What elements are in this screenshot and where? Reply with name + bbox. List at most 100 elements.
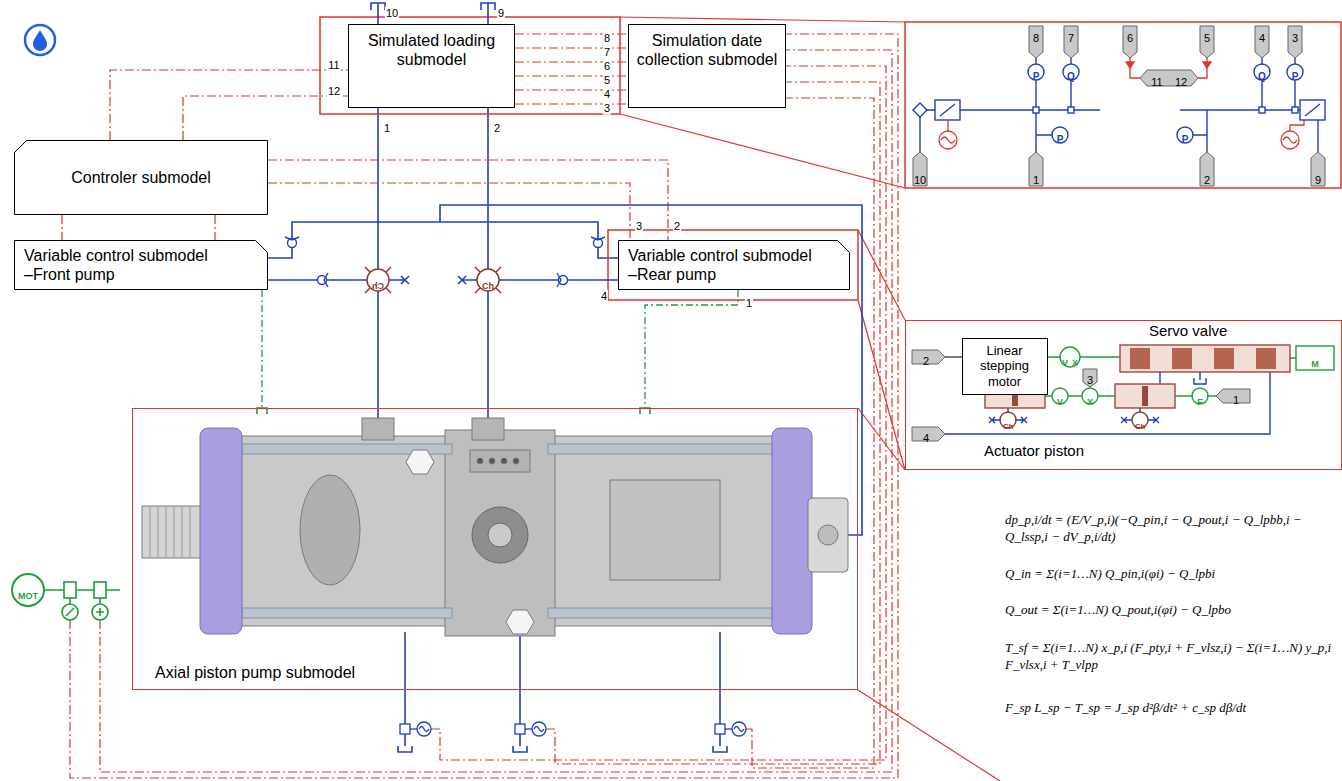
port-number: 1: [745, 297, 753, 310]
zoom-line: [620, 114, 905, 188]
port-number: 10: [385, 7, 399, 20]
port-number: 2: [673, 220, 681, 233]
check-valve-symbol: [591, 237, 605, 240]
motor-symbol: [64, 582, 76, 598]
hydraulic-line: [513, 746, 527, 752]
connector-tag: [1311, 152, 1325, 186]
connector-tag-number: 1: [1233, 394, 1239, 407]
node-text: Actuator piston: [984, 442, 1084, 460]
signal-line: [110, 70, 348, 140]
flow-sensor-symbol: [417, 722, 431, 736]
region-outline: [608, 230, 858, 300]
motor-label: MOT: [18, 591, 38, 601]
servo-valve-symbol: [945, 356, 962, 357]
flow-sensor-symbol: [515, 724, 525, 734]
flow-sensor-symbol: [715, 724, 725, 734]
servo-detail-panel: Servo valveActuator pistonLinear steppin…: [905, 320, 1342, 470]
axial-piston-pump-illustration: [300, 475, 360, 585]
connector-tag-number: 5: [1204, 32, 1210, 45]
axial-piston-pump-illustration: [477, 458, 483, 464]
port-number: 2: [493, 122, 501, 135]
loading-circuit-symbol: [940, 104, 955, 116]
signal-wire: [746, 98, 874, 768]
connector-tag-number: 9: [1315, 174, 1321, 187]
axial-piston-pump-illustration: [818, 525, 838, 545]
sensor-letter: Q: [1258, 71, 1266, 83]
hydraulic-line: [377, 408, 379, 418]
equation: Q_in = Σ(i=1…N) Q_pin,i(φi) − Q_lpbi: [1005, 566, 1335, 583]
check-valve-symbol: [557, 273, 561, 287]
sensor-letter: F: [1197, 397, 1203, 407]
port-number: 4: [600, 290, 608, 303]
signal-line: [183, 96, 348, 140]
axial-piston-pump-illustration: [142, 506, 202, 558]
connector-tag: [1083, 369, 1097, 387]
flow-sensor-symbol: [725, 728, 732, 729]
loading-circuit-symbol: [913, 58, 1325, 152]
connector-tag: [1140, 70, 1198, 86]
axial-piston-pump-illustration: [242, 608, 452, 618]
tank-port: [371, 3, 495, 24]
sensor-letter: P: [1182, 134, 1189, 146]
loading-circuit-symbol: [1305, 104, 1320, 116]
axial-piston-pump-illustration: [501, 458, 507, 464]
axial-piston-pump-illustration: [470, 450, 530, 472]
submodel-box: Simulated loading submodel: [348, 24, 515, 108]
connector-tag-number: 6: [1127, 32, 1133, 45]
zoom-line: [858, 690, 1000, 781]
connector-tag-number: 2: [1204, 174, 1210, 187]
load-signal-symbol: [939, 58, 1304, 149]
box-outline: [15, 141, 268, 215]
droplet-icon: [25, 25, 55, 55]
loading-circuit-symbol: [935, 100, 960, 120]
zoom-line: [620, 17, 905, 22]
connector-tag: [1288, 26, 1302, 58]
region-outline: [320, 17, 620, 114]
flow-sensor-symbol: [400, 724, 410, 734]
flow-sensor-symbol: [734, 727, 744, 732]
check-valve-symbol: [285, 237, 605, 287]
connector-tag-number: 1: [1033, 174, 1039, 187]
motor-symbol: [66, 608, 104, 616]
node-text: –Rear pump: [628, 265, 716, 284]
connector-tag: [913, 152, 927, 186]
signal-line: [214, 215, 215, 240]
connector-tag-number: 3: [1292, 32, 1298, 45]
check-valve-symbol: [285, 237, 299, 240]
droplet-icon: [25, 25, 55, 55]
sensor-letter: P: [1033, 71, 1040, 83]
connector-tag-number: 4: [923, 432, 929, 445]
connector-tag-number: 3: [1087, 374, 1093, 387]
flow-sensor-symbol: [525, 728, 532, 729]
motor-symbol: [94, 582, 106, 598]
signal-line: [268, 183, 630, 240]
load-signal-symbol: [1281, 131, 1299, 149]
axial-piston-pump-illustration: [142, 418, 848, 636]
check-valve-symbol: [324, 273, 328, 287]
connector-tag: [1200, 26, 1214, 58]
hydraulic-line: [401, 276, 409, 284]
tank-port: [487, 3, 489, 24]
axial-piston-pump-illustration: [406, 450, 434, 474]
axial-piston-pump-illustration: [200, 428, 242, 634]
node-text: –Front pump: [24, 265, 115, 284]
sensor-letter: V: [1057, 397, 1063, 407]
servo-valve-symbol: [1120, 345, 1290, 372]
flow-sensor-symbol: [419, 727, 429, 732]
servo-valve-symbol: [1256, 348, 1276, 369]
signal-line: [61, 215, 62, 240]
actuator-piston-symbol: [1142, 386, 1148, 406]
port-number: 11: [327, 59, 340, 72]
loading-circuit-symbol: [1033, 107, 1039, 113]
servo-valve-symbol: [1214, 348, 1234, 369]
sensor-letter: P: [1057, 134, 1064, 146]
servo-valve-symbol: [1296, 346, 1334, 370]
hydraulic-line: [487, 408, 489, 418]
flow-sensor-symbol: [732, 722, 746, 736]
connector-tag: [912, 26, 1325, 441]
sensor-letter: X: [1087, 397, 1093, 407]
node-text: Axial piston pump submodel: [155, 663, 355, 682]
motor-symbol: [44, 589, 120, 591]
